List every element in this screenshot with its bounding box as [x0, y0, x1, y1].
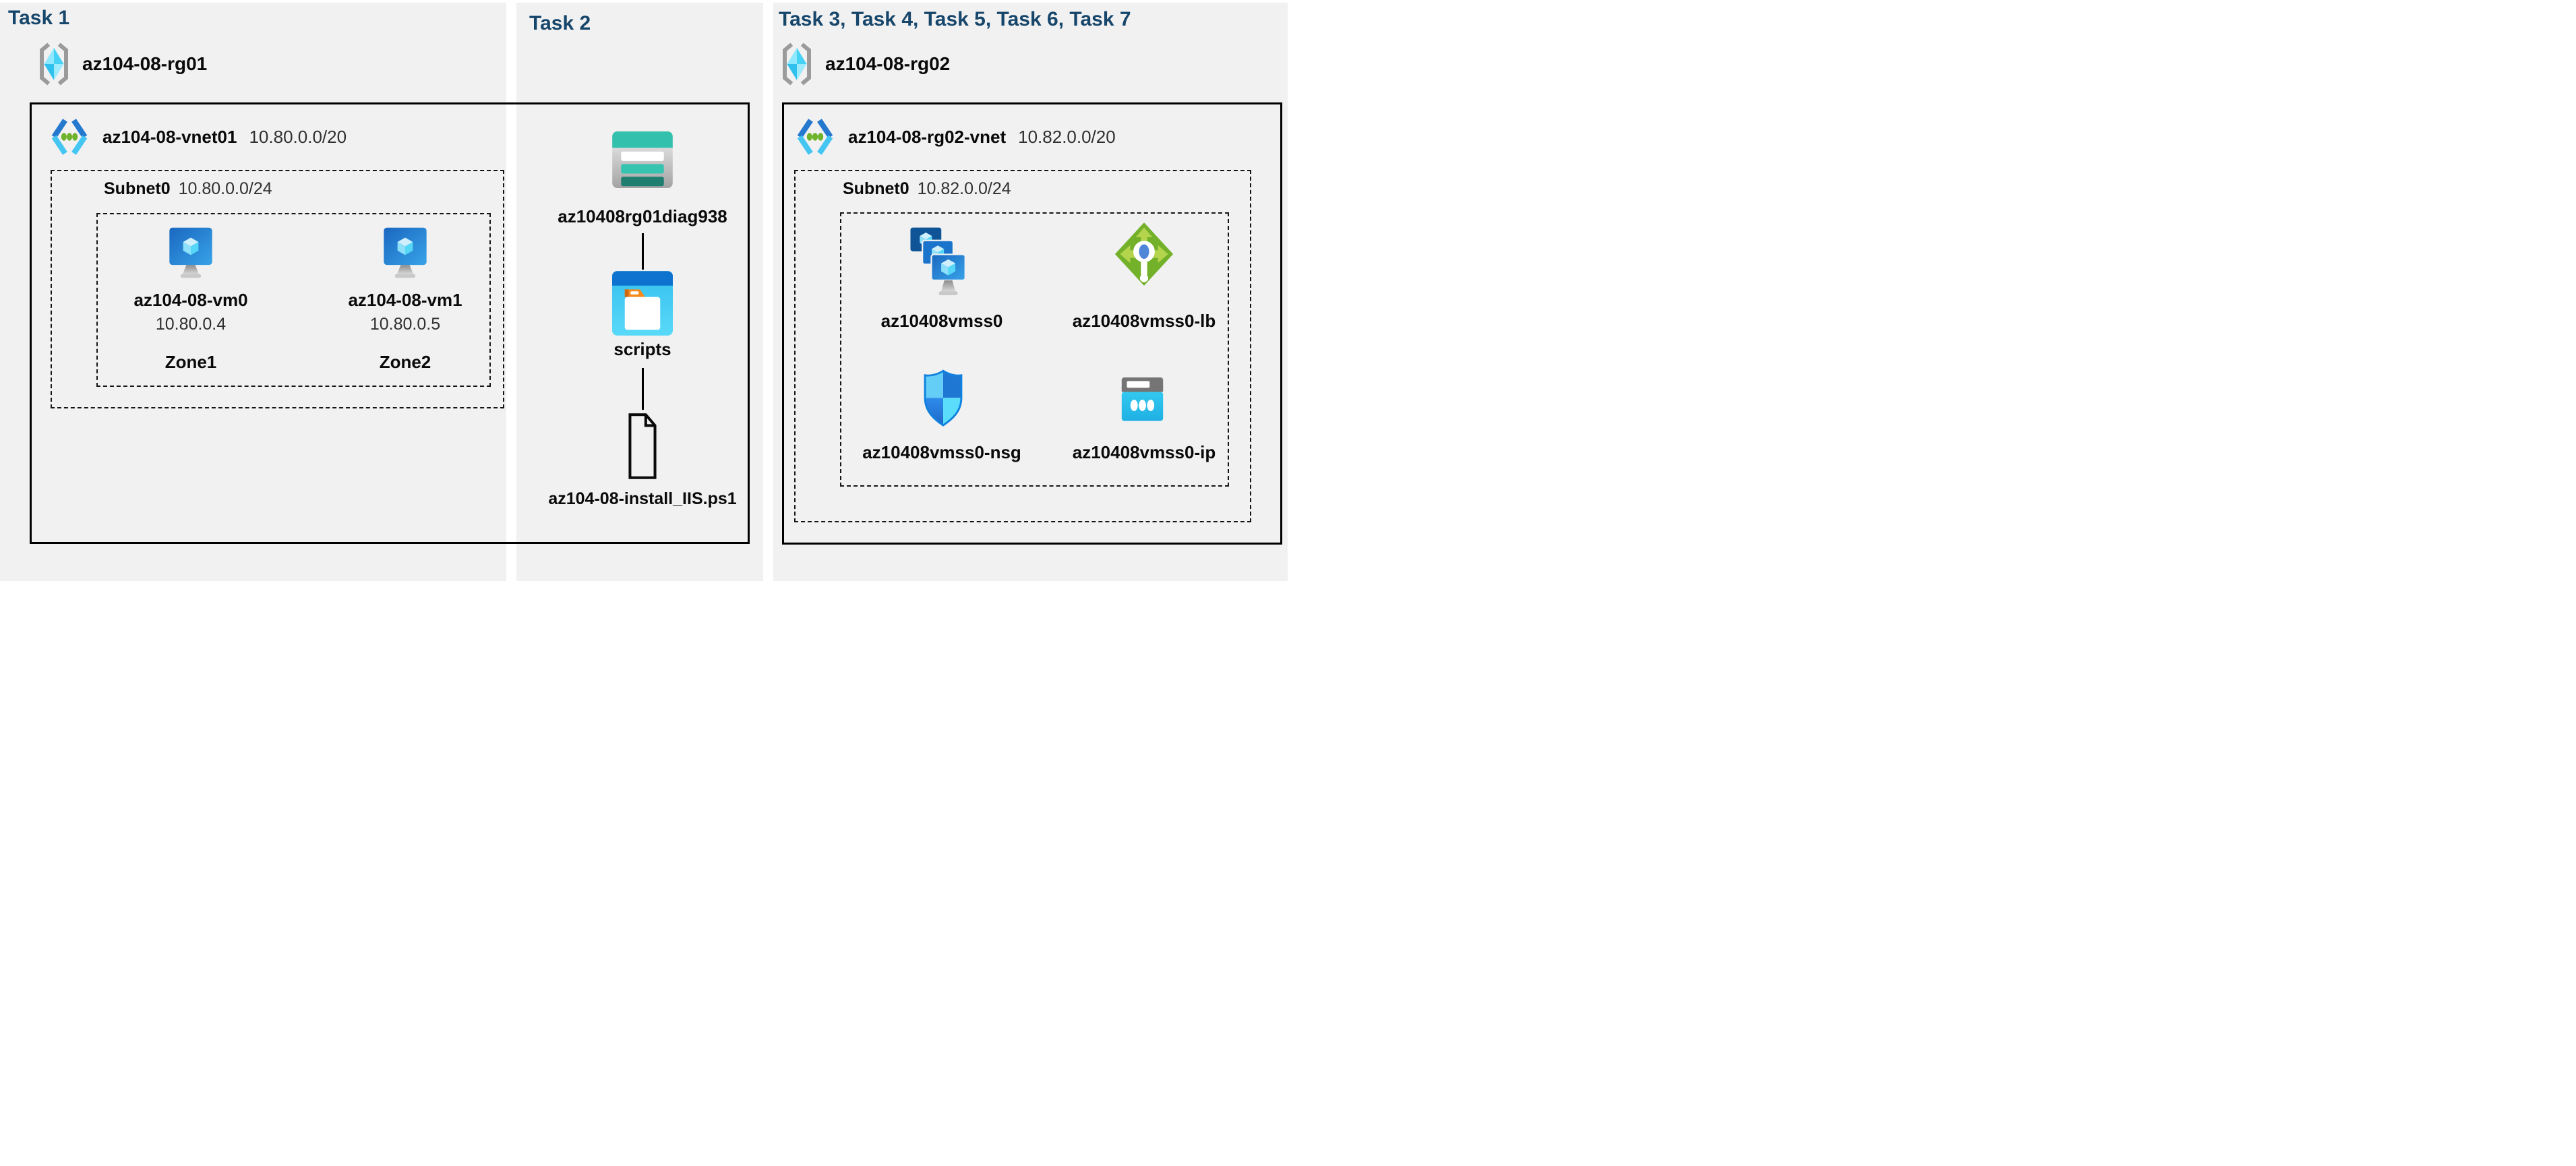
- vnet-boundary-box-rg02: [782, 102, 1282, 545]
- load-balancer-icon: [1114, 221, 1174, 287]
- vm-ip: 10.80.0.4: [155, 315, 227, 334]
- connector-container-to-file: [642, 368, 644, 410]
- heading-task1: Task 1: [8, 7, 70, 29]
- storage-account-icon: [612, 131, 673, 188]
- virtual-machine-icon: [169, 226, 213, 280]
- virtual-machine-icon: [383, 226, 427, 280]
- vm-zone: Zone1: [164, 352, 217, 372]
- vm-name: az104-08-vm0: [133, 290, 248, 310]
- resource-label: az10408vmss0-lb: [1072, 311, 1216, 331]
- heading-task2: Task 2: [529, 12, 591, 34]
- virtual-network-icon: [794, 117, 836, 156]
- subnet-cidr: 10.80.0.0/24: [178, 179, 272, 198]
- panel-task3: [773, 3, 1288, 581]
- vnet-name: az104-08-vnet01: [102, 126, 237, 147]
- resource-group-label: az104-08-rg02: [825, 53, 951, 74]
- zones-box-rg01: [96, 213, 491, 387]
- script-file-icon: [628, 412, 657, 480]
- connector-storage-to-container: [642, 233, 644, 270]
- resource-label: az10408vmss0-ip: [1072, 442, 1216, 462]
- script-file-label: az104-08-install_IIS.ps1: [548, 489, 737, 508]
- storage-account-label: az10408rg01diag938: [558, 206, 727, 226]
- subnet-box-rg01: [51, 170, 504, 408]
- resource-group-icon: [781, 42, 813, 86]
- resource-label: az10408vmss0-nsg: [862, 442, 1021, 462]
- resource-group-label: az104-08-rg01: [82, 53, 208, 74]
- nsg-icon: [922, 369, 965, 427]
- subnet-name: Subnet0: [843, 179, 909, 198]
- blob-container-label: scripts: [613, 339, 671, 359]
- subnet-box-rg02: [794, 170, 1251, 522]
- vm-zone: Zone2: [379, 352, 431, 372]
- vnet-boundary-box-rg01: [30, 102, 750, 544]
- virtual-network-icon: [49, 117, 90, 156]
- blob-container-icon: [612, 271, 673, 336]
- vm-ip: 10.80.0.5: [369, 315, 441, 334]
- panel-task1: [0, 3, 506, 581]
- vnet-cidr: 10.80.0.0/20: [249, 126, 347, 147]
- subnet-cidr: 10.82.0.0/24: [917, 179, 1011, 198]
- resource-group-icon: [38, 42, 70, 86]
- vmss-resources-box: [840, 212, 1229, 487]
- heading-task3: Task 3, Task 4, Task 5, Task 6, Task 7: [779, 8, 1131, 30]
- azure-architecture-diagram: Task 1 Task 2 Task 3, Task 4, Task 5, Ta…: [0, 0, 1288, 584]
- vmss-icon: [909, 226, 974, 299]
- vm-name: az104-08-vm1: [348, 290, 462, 310]
- vnet-name: az104-08-rg02-vnet: [848, 126, 1007, 147]
- subnet-name: Subnet0: [104, 179, 171, 198]
- resource-label: az10408vmss0: [880, 311, 1003, 331]
- public-ip-icon: [1118, 377, 1166, 422]
- vnet-cidr: 10.82.0.0/20: [1018, 126, 1116, 147]
- vm-group-0: az104-08-vm0 10.80.0.4 Zone1: [123, 226, 258, 373]
- vm-group-1: az104-08-vm1 10.80.0.5 Zone2: [338, 226, 473, 373]
